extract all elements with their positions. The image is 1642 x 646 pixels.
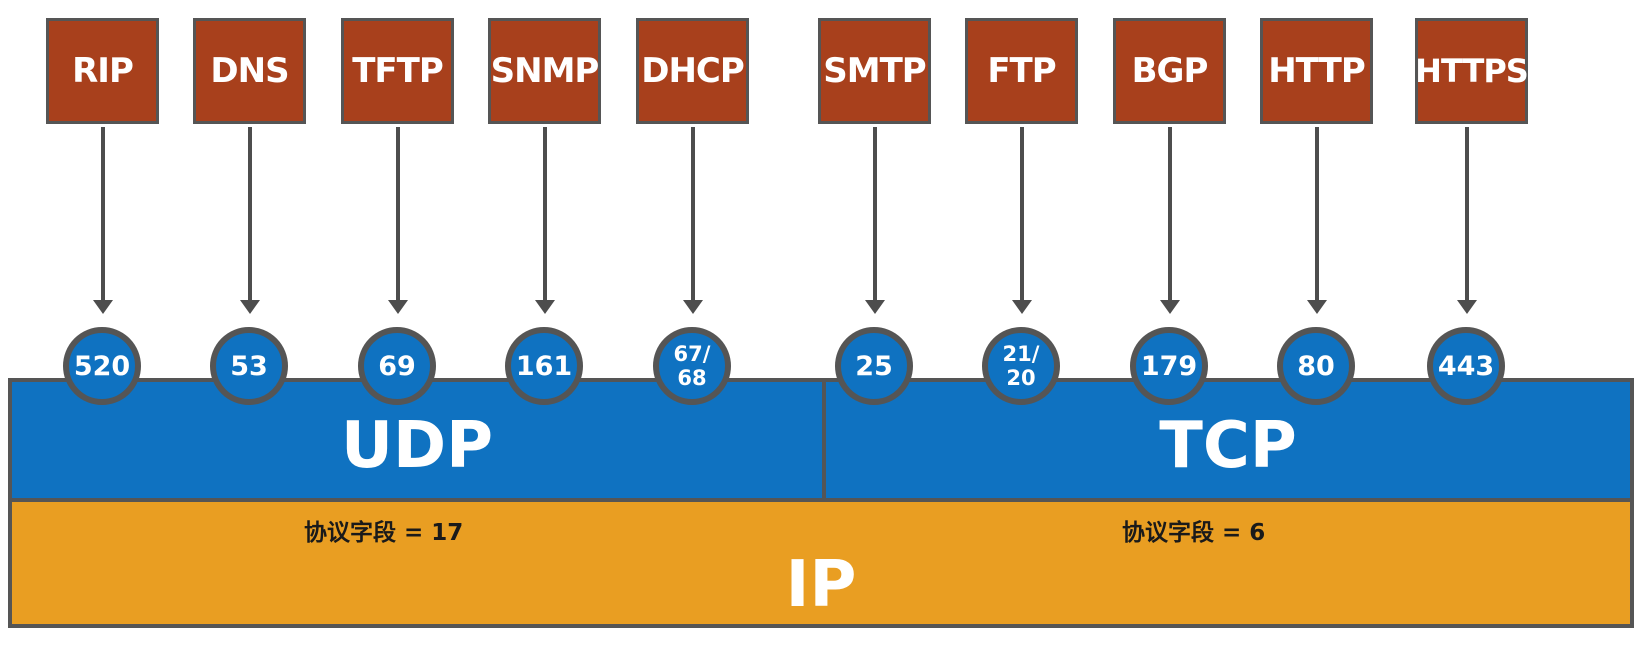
protocol-box-smtp: SMTP [818, 18, 931, 124]
arrow-smtp-line [873, 127, 877, 301]
tcp-layer: TCP [822, 378, 1634, 502]
port-circle-https: 443 [1427, 327, 1505, 405]
arrow-https-head [1457, 300, 1477, 314]
port-circle-ftp: 21/ 20 [982, 327, 1060, 405]
ip-layer: IP [8, 498, 1634, 628]
port-number: 69 [378, 350, 416, 382]
port-number: 53 [230, 350, 268, 382]
protocol-box-tftp: TFTP [341, 18, 454, 124]
arrow-snmp-line [543, 127, 547, 301]
arrow-tftp-head [388, 300, 408, 314]
port-number-stack: 21/ 20 [1003, 342, 1040, 390]
arrow-https-line [1465, 127, 1469, 301]
port-number: 179 [1140, 350, 1198, 382]
udp-protocol-field-label: 协议字段 = 17 [304, 520, 464, 546]
port-circle-tftp: 69 [358, 327, 436, 405]
tcp-label: TCP [1159, 409, 1297, 483]
arrow-dns-line [248, 127, 252, 301]
protocol-box-dhcp: DHCP [636, 18, 749, 124]
port-number: 80 [1297, 350, 1335, 382]
protocol-box-ftp: FTP [965, 18, 1078, 124]
port-number-line2: 68 [677, 366, 707, 390]
protocol-box-http: HTTP [1260, 18, 1373, 124]
port-number: 25 [855, 350, 893, 382]
protocol-box-bgp: BGP [1113, 18, 1226, 124]
port-number: 443 [1437, 350, 1495, 382]
arrow-dhcp-line [691, 127, 695, 301]
port-number: 520 [73, 350, 131, 382]
protocol-box-snmp: SNMP [488, 18, 601, 124]
arrow-dhcp-head [683, 300, 703, 314]
port-number-line1: 21/ [1002, 341, 1040, 366]
protocol-box-dns: DNS [193, 18, 306, 124]
port-circle-bgp: 179 [1130, 327, 1208, 405]
port-circle-rip: 520 [63, 327, 141, 405]
protocol-box-rip: RIP [46, 18, 159, 124]
port-circle-snmp: 161 [505, 327, 583, 405]
arrow-rip-line [101, 127, 105, 301]
arrow-bgp-line [1168, 127, 1172, 301]
port-number: 161 [515, 350, 573, 382]
tcp-protocol-field-label: 协议字段 = 6 [1122, 520, 1266, 546]
port-circle-dhcp: 67/ 68 [653, 327, 731, 405]
arrow-ftp-line [1020, 127, 1024, 301]
port-number-line1: 67/ [673, 341, 711, 366]
protocol-box-https: HTTPS [1415, 18, 1529, 124]
arrow-dns-head [240, 300, 260, 314]
arrow-http-head [1307, 300, 1327, 314]
port-number-stack: 67/ 68 [674, 342, 711, 390]
arrow-snmp-head [535, 300, 555, 314]
arrow-tftp-line [396, 127, 400, 301]
arrow-bgp-head [1160, 300, 1180, 314]
arrow-rip-head [93, 300, 113, 314]
arrow-http-line [1315, 127, 1319, 301]
port-circle-http: 80 [1277, 327, 1355, 405]
arrow-smtp-head [865, 300, 885, 314]
port-number-line2: 20 [1006, 366, 1036, 390]
arrow-ftp-head [1012, 300, 1032, 314]
udp-label: UDP [341, 409, 493, 483]
port-circle-smtp: 25 [835, 327, 913, 405]
port-circle-dns: 53 [210, 327, 288, 405]
ip-label: IP [785, 548, 857, 622]
